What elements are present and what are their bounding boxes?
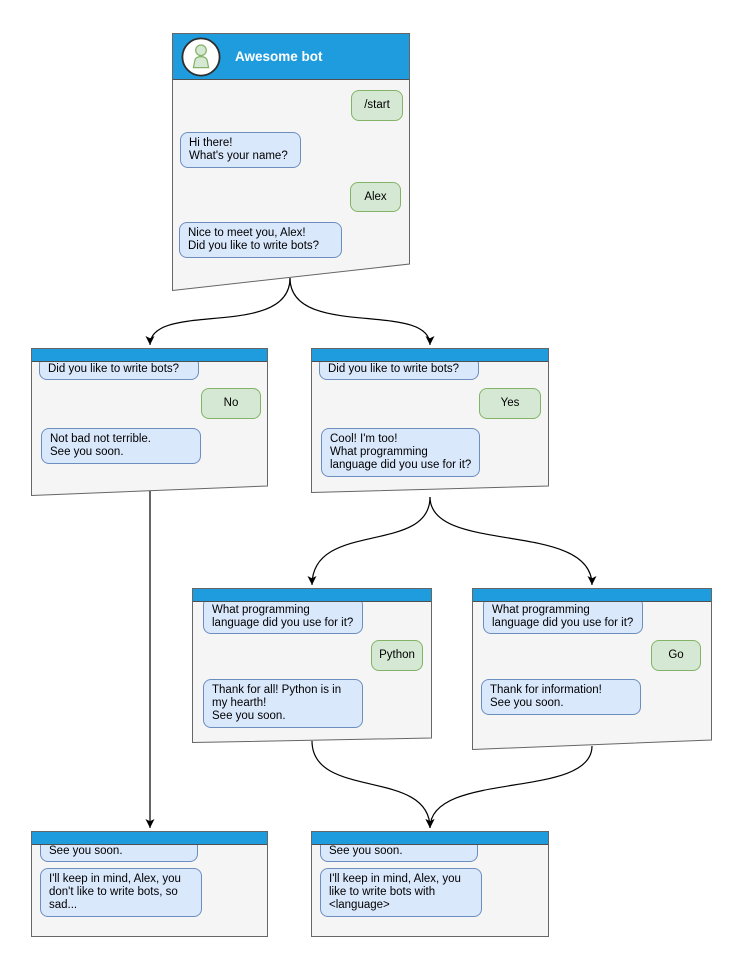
bot-message-not-bad[interactable]: Not bad not terrible. See you soon. bbox=[41, 428, 201, 464]
bot-message-keep-in-mind[interactable]: I'll keep in mind, Alex, you like to wri… bbox=[320, 868, 482, 917]
chat-window-branch-no[interactable]: Did you like to write bots? No Not bad n… bbox=[31, 348, 268, 496]
chat-header bbox=[312, 832, 548, 845]
chat-header bbox=[193, 589, 431, 602]
bot-title: Awesome bot bbox=[235, 49, 323, 64]
chat-header bbox=[32, 349, 267, 362]
bot-message-cool[interactable]: Cool! I'm too! What programming language… bbox=[321, 428, 481, 477]
chat-window-start[interactable]: Awesome bot /start Hi there! What's your… bbox=[172, 33, 410, 291]
bot-message-greeting[interactable]: Hi there! What's your name? bbox=[180, 132, 301, 168]
user-message-no[interactable]: No bbox=[201, 388, 261, 419]
edge-go-to-bye bbox=[425, 745, 593, 829]
chat-window-lang-python[interactable]: What programming language did you use fo… bbox=[192, 588, 432, 743]
bot-avatar-icon bbox=[181, 36, 221, 77]
bot-message-nice-to-meet[interactable]: Nice to meet you, Alex! Did you like to … bbox=[179, 222, 342, 258]
chat-window-bye-yes[interactable]: See you soon. I'll keep in mind, Alex, y… bbox=[311, 831, 549, 937]
bot-message-keep-in-mind[interactable]: I'll keep in mind, Alex, you don't like … bbox=[40, 868, 202, 917]
edge-start-to-yes bbox=[289, 277, 435, 346]
chat-header bbox=[32, 832, 267, 845]
user-message-go[interactable]: Go bbox=[651, 640, 701, 671]
edge-yes-to-go bbox=[429, 496, 597, 586]
edge-start-to-no bbox=[145, 277, 291, 346]
edge-python-to-bye bbox=[311, 740, 435, 829]
chat-header bbox=[473, 589, 711, 602]
user-message-yes[interactable]: Yes bbox=[479, 388, 541, 419]
bot-message-thanks-python[interactable]: Thank for all! Python is in my hearth! S… bbox=[203, 679, 363, 728]
user-message-start[interactable]: /start bbox=[351, 90, 403, 121]
chat-window-branch-yes[interactable]: Did you like to write bots? Yes Cool! I'… bbox=[311, 348, 549, 493]
user-message-name[interactable]: Alex bbox=[350, 182, 401, 212]
edge-yes-to-python bbox=[307, 496, 431, 586]
chat-window-lang-go[interactable]: What programming language did you use fo… bbox=[472, 588, 712, 750]
bot-message-question[interactable]: What programming language did you use fo… bbox=[483, 597, 643, 634]
chat-header bbox=[312, 349, 548, 362]
chat-window-bye-no[interactable]: See you soon. I'll keep in mind, Alex, y… bbox=[31, 831, 268, 937]
chat-header: Awesome bot bbox=[173, 34, 409, 80]
user-message-python[interactable]: Python bbox=[371, 640, 423, 671]
bot-message-question[interactable]: What programming language did you use fo… bbox=[203, 597, 363, 634]
bot-message-thanks-go[interactable]: Thank for information! See you soon. bbox=[481, 679, 641, 715]
